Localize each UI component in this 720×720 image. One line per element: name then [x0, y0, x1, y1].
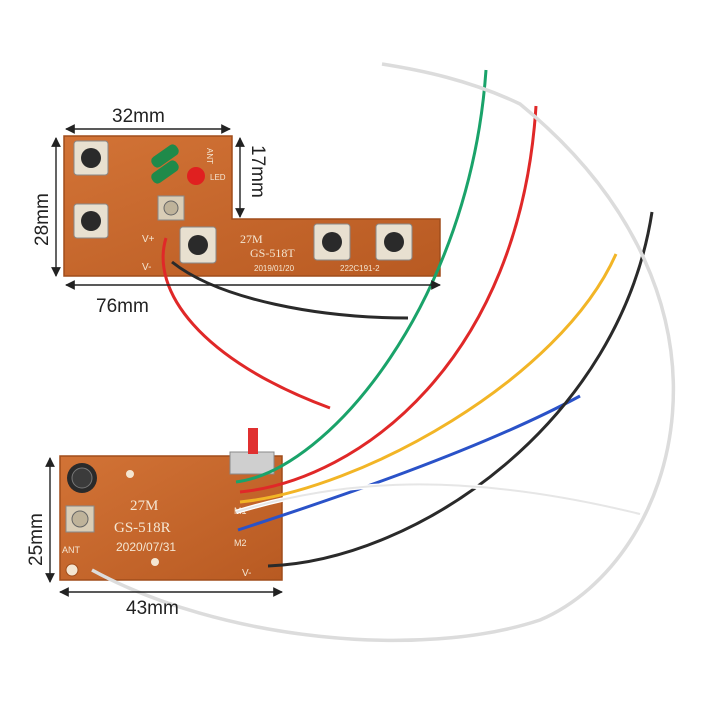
rx-pad-2 — [151, 558, 159, 566]
tx-date: 2019/01/20 — [254, 264, 295, 273]
dim-rx-height: 25mm — [26, 513, 47, 566]
rx-freq: 27M — [130, 498, 158, 514]
tx-freq: 27M — [240, 232, 263, 246]
rx-wire-white-long — [91, 62, 676, 643]
dim-tx-total: 76mm — [96, 296, 149, 317]
rx-pad-1 — [126, 470, 134, 478]
rx-label-m2: M2 — [234, 538, 247, 548]
tx-label-led: LED — [210, 173, 226, 182]
dim-tx-height: 17mm — [247, 145, 268, 198]
rx-date: 2020/07/31 — [116, 540, 176, 554]
rx-wire-red — [239, 105, 538, 494]
tx-button-center — [179, 226, 217, 264]
tx-coil — [151, 144, 179, 184]
tx-led — [187, 167, 205, 185]
tx-button-right-1 — [313, 223, 351, 261]
tx-wire-black — [171, 260, 409, 320]
tx-model: GS-518T — [250, 246, 295, 260]
tx-label-ant: ANT — [205, 148, 214, 164]
rx-switch — [229, 428, 275, 475]
tx-button-mid-left — [73, 203, 109, 239]
tx-label-vplus: V+ — [142, 234, 155, 245]
rx-label-ant: ANT — [62, 545, 81, 555]
rx-wire-green — [235, 69, 488, 484]
tx-button-right-2 — [375, 223, 413, 261]
rx-wire-blue — [237, 394, 581, 532]
dim-tx-left-height: 28mm — [32, 193, 53, 246]
tx-label-vminus: V- — [142, 262, 151, 273]
dim-tx-width: 32mm — [112, 106, 165, 127]
tx-wire-red — [161, 237, 331, 410]
dim-rx-width: 43mm — [126, 598, 179, 619]
tx-button-top-left — [73, 140, 109, 176]
tx-code: 222C191-2 — [340, 264, 380, 273]
rx-wire-black — [267, 211, 654, 568]
transmitter-board: 27M GS-518T 2019/01/20 222C191-2 ANT LED… — [63, 135, 441, 277]
rx-capacitor — [67, 463, 97, 493]
rx-ant-pad — [65, 563, 79, 577]
rx-pcb — [59, 455, 283, 581]
rx-model: GS-518R — [114, 520, 171, 536]
rx-wire-yellow — [239, 253, 618, 504]
rx-wire-white-short — [235, 483, 641, 515]
tx-trimmer — [157, 195, 185, 221]
receiver-board: 27M GS-518R 2020/07/31 ANT M1 M2 V- — [59, 428, 283, 581]
rx-label-vminus: V- — [242, 568, 251, 579]
dimension-lines — [45, 124, 441, 597]
rx-trimmer — [65, 505, 95, 533]
